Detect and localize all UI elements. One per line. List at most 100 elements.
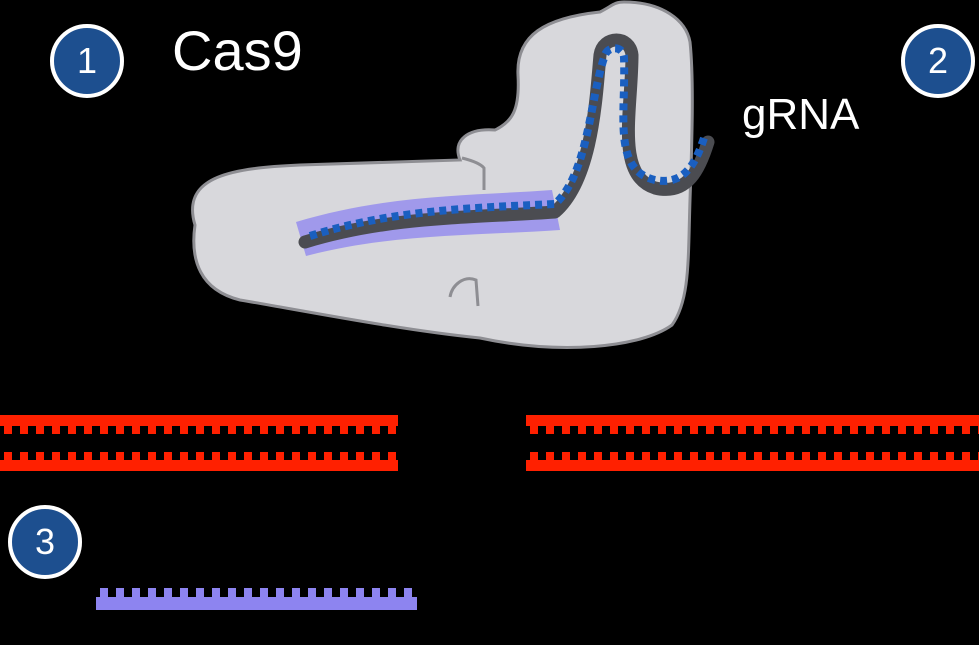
dna-base-pair — [372, 452, 380, 460]
dna-right-bottom-strand — [526, 460, 979, 471]
dna-base-pair — [228, 452, 236, 460]
donor-base — [116, 588, 124, 597]
donor-base — [164, 588, 172, 597]
dna-base-pair — [786, 426, 794, 434]
cas9-protein — [191, 0, 694, 349]
dna-base-pair — [642, 426, 650, 434]
dna-base-pair — [946, 426, 954, 434]
step-badge-2: 2 — [901, 24, 975, 98]
dna-base-pair — [626, 452, 634, 460]
dna-base-pair — [84, 452, 92, 460]
donor-template-strand — [96, 588, 417, 610]
dna-base-pair — [610, 426, 618, 434]
dna-base-pair — [738, 426, 746, 434]
dna-base-pair — [706, 452, 714, 460]
dna-base-pair — [674, 426, 682, 434]
dna-base-pair — [530, 426, 538, 434]
dna-base-pair — [834, 452, 842, 460]
dna-base-pair — [212, 452, 220, 460]
dna-base-pair — [308, 452, 316, 460]
donor-base — [340, 588, 348, 597]
cas9-protein-body — [191, 0, 694, 349]
dna-base-pair — [36, 426, 44, 434]
donor-base — [292, 588, 300, 597]
dna-base-pair — [100, 426, 108, 434]
dna-base-pair — [818, 426, 826, 434]
dna-base-pair — [578, 452, 586, 460]
dna-base-pair — [946, 452, 954, 460]
dna-base-pair — [962, 426, 970, 434]
donor-template-bases — [100, 588, 412, 597]
dna-base-pair — [260, 426, 268, 434]
dna-base-pair — [898, 426, 906, 434]
dna-base-pair — [292, 452, 300, 460]
donor-base — [388, 588, 396, 597]
dna-base-pair — [324, 452, 332, 460]
dna-base-pair — [754, 452, 762, 460]
dna-base-pair — [754, 426, 762, 434]
dna-base-pair — [308, 426, 316, 434]
dna-base-pair — [594, 426, 602, 434]
dna-base-pair — [546, 452, 554, 460]
donor-base — [308, 588, 316, 597]
dna-left-fragment — [0, 415, 398, 471]
dna-base-pair — [116, 426, 124, 434]
donor-base — [196, 588, 204, 597]
dna-base-pair — [212, 426, 220, 434]
dna-base-pair — [674, 452, 682, 460]
dna-base-pair — [546, 426, 554, 434]
dna-base-pair — [164, 426, 172, 434]
dna-base-pair — [802, 452, 810, 460]
dna-base-pair — [690, 452, 698, 460]
dna-base-pair — [658, 426, 666, 434]
dna-base-pair — [882, 452, 890, 460]
dna-base-pair — [914, 426, 922, 434]
dna-left-base-pairs — [4, 426, 396, 460]
dna-base-pair — [722, 426, 730, 434]
dna-base-pair — [786, 452, 794, 460]
donor-base — [212, 588, 220, 597]
donor-template-backbone — [96, 597, 417, 610]
dna-base-pair — [68, 426, 76, 434]
dna-base-pair — [20, 426, 28, 434]
dna-base-pair — [930, 452, 938, 460]
dna-base-pair — [52, 452, 60, 460]
dna-base-pair — [148, 426, 156, 434]
dna-base-pair — [4, 426, 12, 434]
dna-base-pair — [324, 426, 332, 434]
dna-base-pair — [738, 452, 746, 460]
dna-base-pair — [882, 426, 890, 434]
dna-base-pair — [578, 426, 586, 434]
donor-base — [372, 588, 380, 597]
dna-right-base-pairs — [530, 426, 979, 460]
dna-base-pair — [20, 452, 28, 460]
dna-base-pair — [866, 426, 874, 434]
dna-base-pair — [930, 426, 938, 434]
dna-base-pair — [276, 426, 284, 434]
dna-base-pair — [4, 452, 12, 460]
dna-base-pair — [52, 426, 60, 434]
dna-base-pair — [36, 452, 44, 460]
dna-base-pair — [962, 452, 970, 460]
dna-base-pair — [562, 426, 570, 434]
dna-base-pair — [276, 452, 284, 460]
dna-base-pair — [562, 452, 570, 460]
dna-base-pair — [228, 426, 236, 434]
dna-base-pair — [866, 452, 874, 460]
dna-base-pair — [196, 426, 204, 434]
dna-base-pair — [706, 426, 714, 434]
dna-base-pair — [180, 452, 188, 460]
dna-base-pair — [802, 426, 810, 434]
dna-base-pair — [148, 452, 156, 460]
donor-base — [260, 588, 268, 597]
dna-base-pair — [292, 426, 300, 434]
dna-base-pair — [356, 452, 364, 460]
dna-base-pair — [898, 452, 906, 460]
dna-base-pair — [388, 452, 396, 460]
cas9-cleavage-mark — [448, 277, 480, 307]
dna-base-pair — [260, 452, 268, 460]
dna-base-pair — [834, 426, 842, 434]
dna-base-pair — [626, 426, 634, 434]
